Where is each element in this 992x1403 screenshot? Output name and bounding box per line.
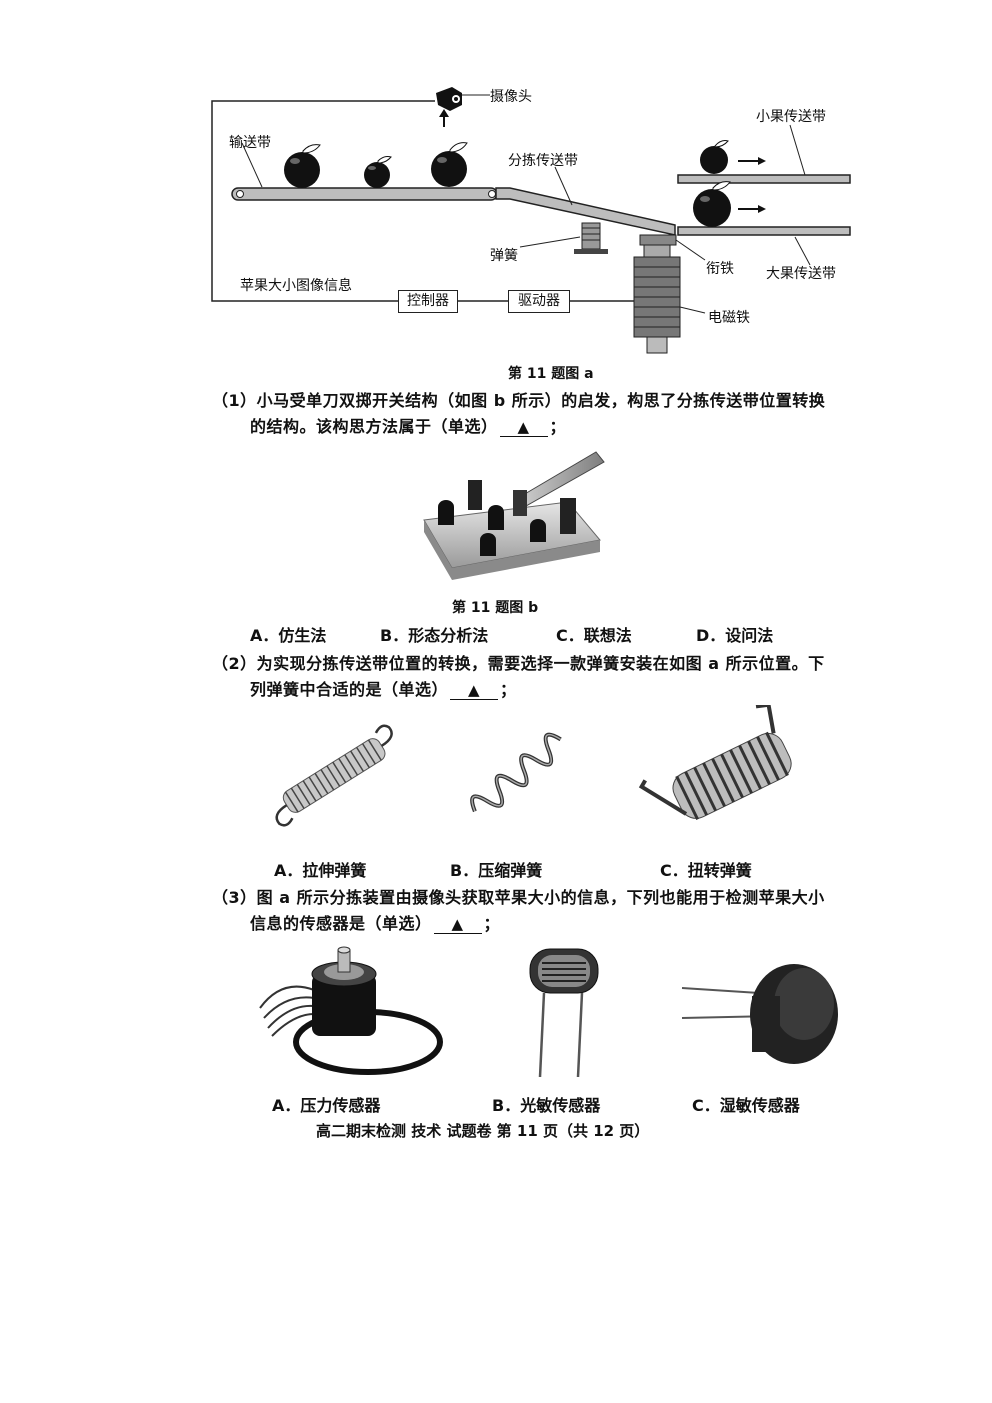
arrow-right-icon (738, 205, 766, 213)
controller-box: 控制器 (398, 290, 458, 313)
q1-answer-blank[interactable]: ▲ (499, 419, 548, 437)
q2-option-c[interactable]: C．扭转弹簧 (660, 861, 752, 880)
label-spring: 弹簧 (490, 248, 518, 264)
signal-wire (211, 100, 435, 302)
torsion-spring-photo (638, 705, 792, 821)
small-fruit-belt (677, 174, 851, 184)
q1-line2: 的结构。该构思方法属于（单选）▲； (250, 413, 566, 437)
label-sorting-belt: 分拣传送带 (508, 153, 578, 169)
q3-option-b[interactable]: B．光敏传感器 (492, 1096, 601, 1115)
q3-line2-end: ； (483, 914, 501, 933)
humidity-sensor-photo (681, 964, 838, 1064)
label-conveyor: 输送带 (229, 135, 271, 151)
switch-handle (517, 451, 605, 507)
figure-a-diagram (211, 87, 851, 354)
switch-contact (560, 498, 576, 534)
spring-icon (574, 222, 608, 254)
label-large-belt: 大果传送带 (766, 266, 836, 282)
label-electromagnet: 电磁铁 (708, 310, 750, 326)
q1-option-b[interactable]: B．形态分析法 (380, 626, 489, 645)
switch-contact (513, 490, 527, 516)
figure-b-caption: 第 11 题图 b (452, 600, 539, 616)
apple-icon (364, 156, 392, 188)
apple-icon (284, 144, 321, 188)
q2-line1: （2）为实现分拣传送带位置的转换，需要选择一款弹簧安装在如图 a 所示位置。下 (212, 654, 825, 673)
conveyor-belt (231, 187, 498, 201)
page-footer: 高二期末检测 技术 试题卷 第 11 页（共 12 页） (316, 1122, 650, 1140)
apple-icon (431, 142, 468, 187)
large-fruit-belt (677, 226, 851, 236)
label-armature: 衔铁 (706, 261, 734, 277)
q2-option-b[interactable]: B．压缩弹簧 (450, 861, 543, 880)
apple-icon (700, 140, 729, 174)
q1-line2-text: 的结构。该构思方法属于（单选） (250, 417, 498, 436)
label-small-belt: 小果传送带 (756, 109, 826, 125)
q3-line1: （3）图 a 所示分拣装置由摄像头获取苹果大小的信息，下列也能用于检测苹果大小 (212, 888, 825, 907)
q2-option-a[interactable]: A．拉伸弹簧 (274, 861, 367, 880)
apple-icon (693, 181, 731, 227)
arrow-right-icon (738, 157, 766, 165)
q3-line2-text: 信息的传感器是（单选） (250, 914, 432, 933)
q1-line2-end: ； (549, 417, 567, 436)
q3-option-a[interactable]: A．压力传感器 (272, 1096, 381, 1115)
q1-line1: （1）小马受单刀双掷开关结构（如图 b 所示）的启发，构思了分拣传送带位置转换 (212, 391, 826, 410)
pressure-sensor-photo (259, 946, 443, 1075)
q3-answer-blank[interactable]: ▲ (433, 916, 482, 934)
q2-answer-blank[interactable]: ▲ (450, 682, 499, 700)
label-camera: 摄像头 (490, 89, 532, 105)
q2-line2-text: 列弹簧中合适的是（单选） (250, 680, 449, 699)
electromagnet-icon (633, 244, 681, 354)
figure-a-caption: 第 11 题图 a (508, 366, 594, 382)
compression-spring-photo (470, 732, 562, 813)
label-image-info: 苹果大小图像信息 (240, 278, 352, 294)
switch-contact (468, 480, 482, 510)
q2-line2: 列弹簧中合适的是（单选）▲； (250, 676, 517, 700)
q1-option-a[interactable]: A．仿生法 (250, 626, 327, 645)
tension-spring-photo (275, 724, 393, 827)
light-sensor-photo (529, 948, 599, 1078)
driver-box: 驱动器 (508, 290, 570, 313)
q1-option-c[interactable]: C．联想法 (556, 626, 632, 645)
figure-b-switch-photo (423, 451, 605, 580)
q1-option-d[interactable]: D．设问法 (696, 626, 774, 645)
q3-option-c[interactable]: C．湿敏传感器 (692, 1096, 800, 1115)
q2-line2-end: ； (500, 680, 517, 699)
q3-line2: 信息的传感器是（单选）▲； (250, 910, 500, 934)
camera-icon (436, 87, 462, 127)
